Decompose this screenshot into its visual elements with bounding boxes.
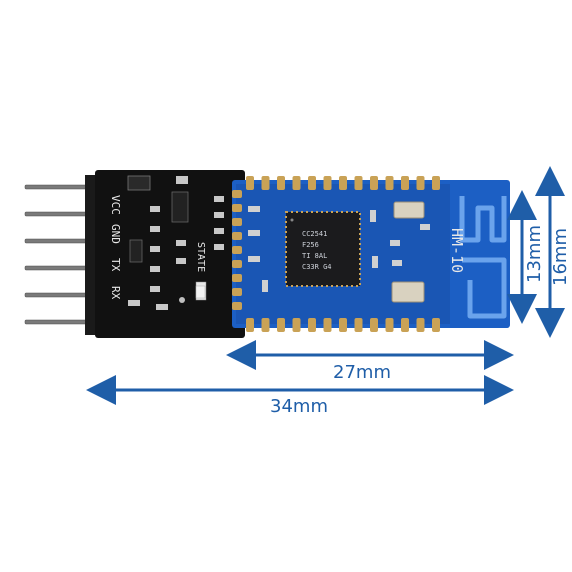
pin-label-vcc: VCC xyxy=(109,195,122,215)
pad-left xyxy=(232,302,242,310)
svg-text:C33R G4: C33R G4 xyxy=(302,263,332,271)
pad-left xyxy=(232,204,242,212)
label-16mm: 16mm xyxy=(550,228,571,286)
pad-left xyxy=(232,246,242,254)
pad-top xyxy=(354,176,363,190)
base-board xyxy=(95,170,245,338)
pin-4 xyxy=(24,265,96,271)
cc2541-chip xyxy=(285,211,361,287)
pad-top xyxy=(416,176,425,190)
pad-bottom xyxy=(261,318,270,332)
antenna-trace xyxy=(459,196,507,319)
crystal-2 xyxy=(391,281,425,303)
pad-bottom xyxy=(370,318,378,332)
pad-bottom xyxy=(292,318,301,332)
dimension-module-length: 27mm xyxy=(226,340,514,383)
module-marking: HM-10 xyxy=(448,228,466,273)
pad-bottom xyxy=(401,318,409,332)
pad-bottom xyxy=(323,318,332,332)
pad-bottom xyxy=(277,318,285,332)
bluetooth-module: HM-10 CC2541 F256 TI 8AL C33R G4 xyxy=(232,176,510,332)
pad-top xyxy=(339,176,347,190)
pad-top xyxy=(370,176,378,190)
castellated-pads xyxy=(232,176,440,332)
dimension-board-width: 16mm xyxy=(535,166,571,338)
pad-bottom xyxy=(416,318,425,332)
dimension-board-length: 34mm xyxy=(86,375,514,417)
label-27mm: 27mm xyxy=(333,362,391,383)
pad-bottom xyxy=(432,318,440,332)
pad-left xyxy=(232,232,242,240)
pad-bottom xyxy=(308,318,316,332)
state-label: STATE xyxy=(195,242,206,272)
pin-3 xyxy=(24,238,96,244)
pin-2 xyxy=(24,211,96,217)
label-13mm: 13mm xyxy=(524,225,545,283)
label-34mm: 34mm xyxy=(270,396,328,417)
pad-bottom xyxy=(339,318,347,332)
svg-text:CC2541: CC2541 xyxy=(302,230,327,238)
pad-top xyxy=(308,176,316,190)
pad-left xyxy=(232,260,242,268)
pad-bottom xyxy=(354,318,363,332)
pad-top xyxy=(401,176,409,190)
pad-top xyxy=(385,176,394,190)
crystal-1 xyxy=(393,201,425,219)
pin-1 xyxy=(24,184,96,190)
pin-labels: VCC GND TX RX STATE xyxy=(109,195,206,300)
pad-left xyxy=(232,274,242,282)
pad-top xyxy=(261,176,270,190)
pad-top xyxy=(292,176,301,190)
header-pins xyxy=(24,184,96,325)
pad-bottom xyxy=(246,318,254,332)
svg-text:F256: F256 xyxy=(302,241,319,249)
svg-text:TI 8AL: TI 8AL xyxy=(302,252,327,260)
pad-left xyxy=(232,218,242,226)
chip-marking: CC2541 F256 TI 8AL C33R G4 xyxy=(302,230,332,271)
pad-top xyxy=(323,176,332,190)
pad-left xyxy=(232,288,242,296)
pin-label-tx: TX xyxy=(109,258,122,272)
pad-top xyxy=(246,176,254,190)
pin-5 xyxy=(24,292,96,298)
pad-bottom xyxy=(385,318,394,332)
pin-label-gnd: GND xyxy=(109,224,122,244)
pin-label-rx: RX xyxy=(109,286,122,300)
status-led xyxy=(195,285,206,299)
pad-left xyxy=(232,190,242,198)
pin-6 xyxy=(24,319,96,325)
pad-top xyxy=(432,176,440,190)
pad-top xyxy=(277,176,285,190)
dimension-module-width: 13mm xyxy=(507,190,545,324)
